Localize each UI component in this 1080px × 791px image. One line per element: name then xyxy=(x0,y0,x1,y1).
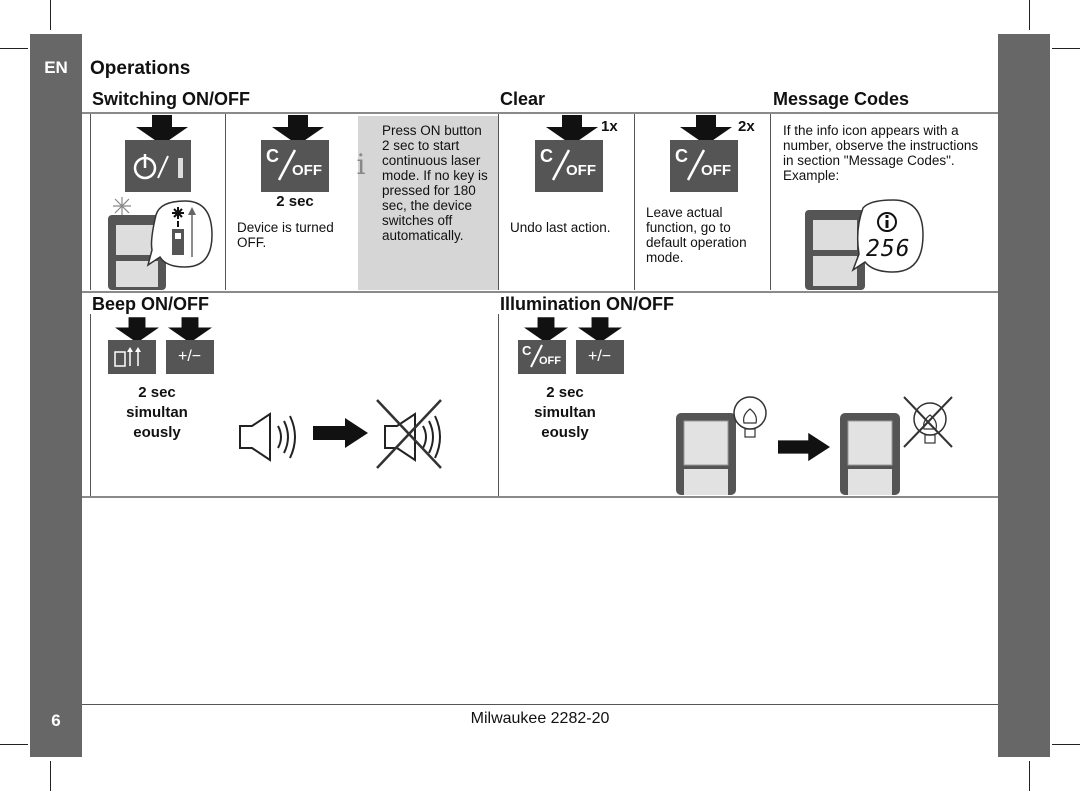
press-arrow-icon xyxy=(136,115,188,145)
press-count-1x: 1x xyxy=(601,118,618,135)
off-label: OFF xyxy=(292,162,322,179)
column-divider xyxy=(498,114,499,290)
press-arrow-icon xyxy=(115,317,159,343)
crop-mark xyxy=(0,744,28,745)
footer-product: Milwaukee 2282-20 xyxy=(470,710,610,727)
plus-minus-label: +/− xyxy=(178,348,202,365)
c-label: C xyxy=(266,146,279,166)
c-label: C xyxy=(540,146,553,166)
crop-mark xyxy=(1052,744,1080,745)
right-arrow-icon xyxy=(313,418,368,448)
clear-off-key: C OFF xyxy=(518,340,566,374)
off-label: OFF xyxy=(566,162,596,179)
message-codes-text: If the info icon appears with a number, … xyxy=(783,123,983,183)
page-title: Operations xyxy=(90,58,191,79)
message-codes-body: If the info icon appears with a number, … xyxy=(783,123,979,168)
slash-icon xyxy=(686,149,706,181)
crop-mark xyxy=(1029,0,1030,30)
plus-minus-key: +/− xyxy=(166,340,214,374)
speaker-on-icon xyxy=(239,412,296,462)
leave-function-text: Leave actual function, go to default ope… xyxy=(646,205,747,265)
off-label: OFF xyxy=(701,162,731,179)
crop-mark xyxy=(50,761,51,791)
example-label: Example: xyxy=(783,168,840,183)
info-note-text: Press ON button 2 sec to start continuou… xyxy=(382,123,488,243)
info-icon: i xyxy=(357,148,366,181)
illumination-duration: 2 sec simultaneously xyxy=(508,383,622,443)
slash-icon xyxy=(277,149,297,181)
heading-clear: Clear xyxy=(500,89,546,109)
illumination-duration-simultaneously: simultaneously xyxy=(534,404,596,441)
heading-beep: Beep ON/OFF xyxy=(92,294,210,314)
device-dark-icon xyxy=(840,396,953,495)
right-margin-bar xyxy=(998,34,1050,757)
press-arrow-icon xyxy=(272,115,324,145)
press-arrow-icon xyxy=(546,115,598,145)
crop-mark xyxy=(1029,761,1030,791)
heading-message-codes: Message Codes xyxy=(773,89,910,109)
clear-off-key: C OFF xyxy=(670,140,738,192)
beep-duration: 2 sec simultaneously xyxy=(100,383,214,443)
language-tag: EN xyxy=(44,58,68,77)
plus-minus-key: +/− xyxy=(576,340,624,374)
page-number: 6 xyxy=(51,711,61,730)
plus-minus-label: +/− xyxy=(588,348,612,365)
message-code-value: 256 xyxy=(866,236,911,262)
measure-mode-key xyxy=(108,340,156,374)
column-divider xyxy=(225,114,226,290)
slash-icon xyxy=(530,344,543,368)
power-key-icon xyxy=(125,140,191,192)
column-divider xyxy=(90,314,91,496)
heading-switching: Switching ON/OFF xyxy=(92,89,250,109)
slash-icon xyxy=(551,149,571,181)
column-divider xyxy=(90,114,91,290)
illumination-duration-sec: 2 sec xyxy=(546,384,584,401)
device-laser-icon xyxy=(108,197,213,290)
c-label: C xyxy=(675,146,688,166)
beep-duration-sec: 2 sec xyxy=(138,384,176,401)
press-arrow-icon xyxy=(168,317,212,343)
column-divider xyxy=(770,114,771,290)
duration-label: 2 sec xyxy=(276,193,314,210)
info-note-box xyxy=(358,116,498,290)
speaker-muted-icon xyxy=(376,399,442,469)
off-label: OFF xyxy=(539,355,561,367)
svg-text:i: i xyxy=(357,148,366,181)
heading-illumination: Illumination ON/OFF xyxy=(500,294,674,314)
beep-duration-simultaneously: simultaneously xyxy=(126,404,188,441)
right-arrow-icon xyxy=(778,432,830,462)
column-divider xyxy=(634,114,635,290)
clear-off-key: C OFF xyxy=(261,140,329,192)
press-arrow-icon xyxy=(680,115,732,145)
device-display-icon xyxy=(805,199,924,290)
divider xyxy=(82,291,998,293)
press-arrow-icon xyxy=(578,317,622,343)
press-arrow-icon xyxy=(524,317,568,343)
crop-mark xyxy=(1052,48,1080,49)
column-divider xyxy=(498,314,499,496)
divider xyxy=(82,112,998,114)
undo-text: Undo last action. xyxy=(510,220,611,235)
crop-mark xyxy=(0,48,28,49)
divider xyxy=(82,496,998,498)
device-illuminated-icon xyxy=(676,396,767,495)
crop-mark xyxy=(50,0,51,30)
left-margin-bar xyxy=(30,34,82,757)
footer-rule xyxy=(82,704,998,705)
device-off-text: Device is turned OFF. xyxy=(237,220,334,250)
press-count-2x: 2x xyxy=(738,118,755,135)
c-label: C xyxy=(522,343,532,358)
clear-off-key: C OFF xyxy=(535,140,603,192)
